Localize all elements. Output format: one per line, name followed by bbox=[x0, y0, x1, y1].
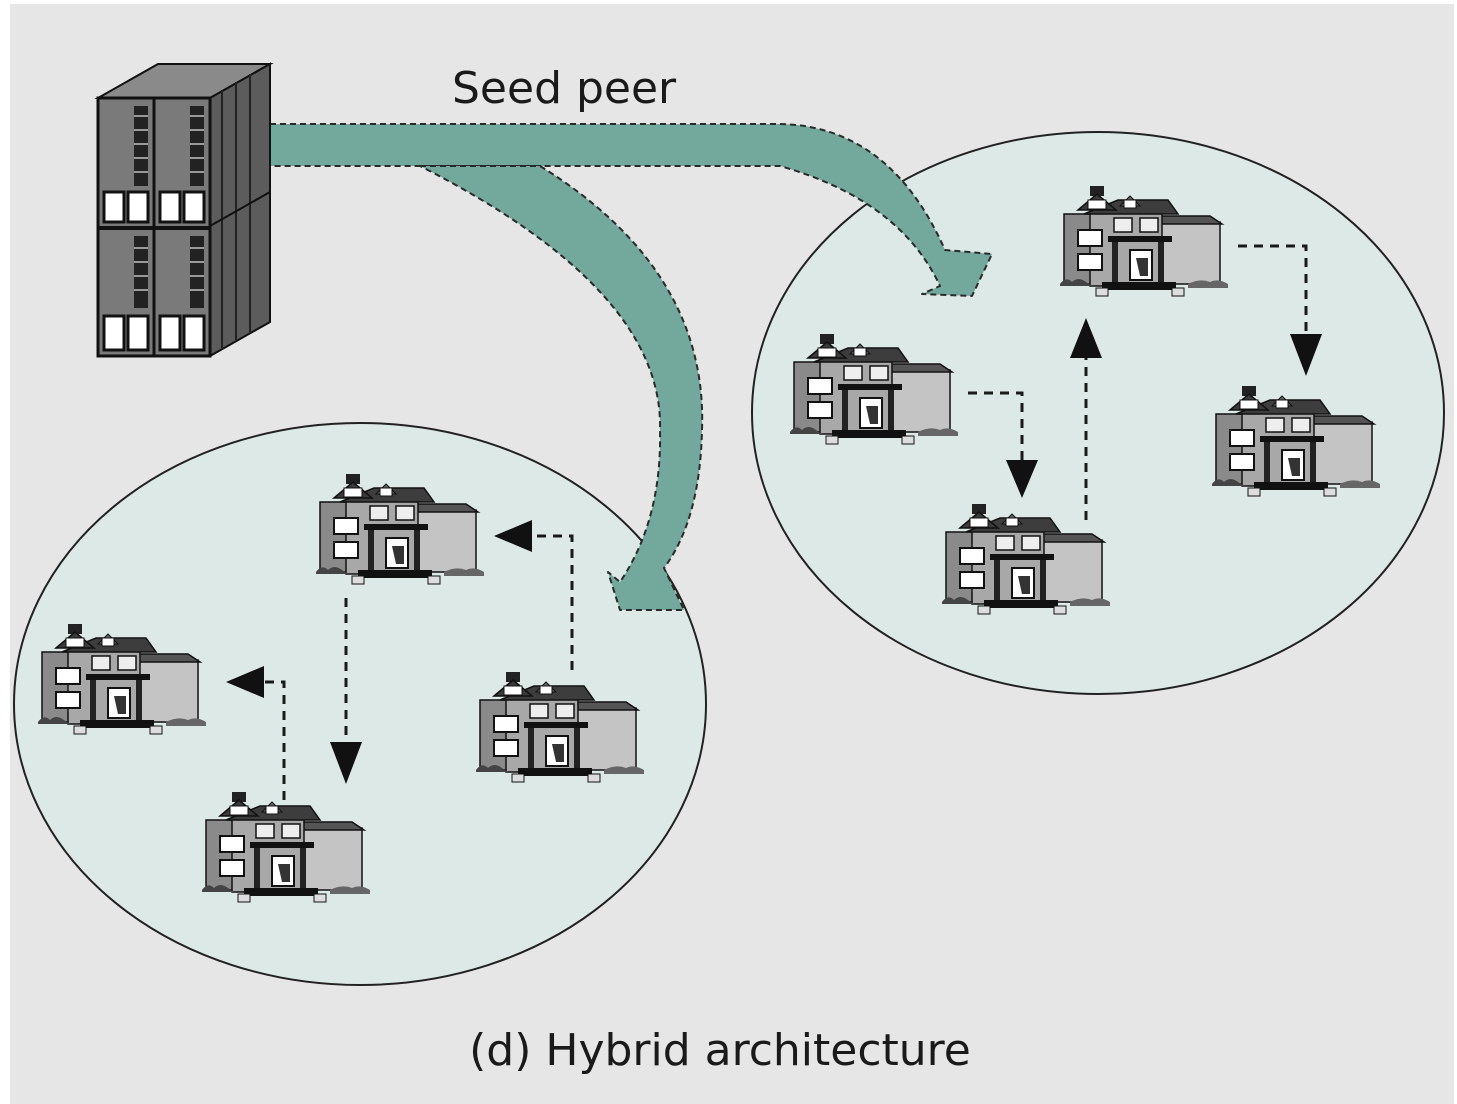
peer-link-left-3 bbox=[264, 680, 286, 800]
seed-peer-label: Seed peer bbox=[452, 63, 677, 114]
peer-link-left-3-arrowhead bbox=[226, 666, 264, 698]
peer-link-right-2-arrowhead bbox=[1070, 318, 1102, 358]
seed-arrow-right bbox=[269, 123, 993, 297]
peer-link-right-3-arrowhead bbox=[1290, 334, 1322, 376]
peer-link-right-3 bbox=[1238, 244, 1308, 334]
peer-link-right-1 bbox=[968, 391, 1024, 462]
peer-cluster-right bbox=[751, 131, 1445, 695]
peer-link-left-2-arrowhead bbox=[330, 742, 362, 784]
peer-cluster-left bbox=[13, 422, 707, 986]
peer-link-left-1-arrowhead bbox=[494, 520, 532, 552]
peer-link-right-1-arrowhead bbox=[1006, 460, 1038, 498]
peer-link-left-1 bbox=[532, 534, 574, 670]
seed-arrow-left bbox=[419, 165, 704, 611]
figure-caption: (d) Hybrid architecture bbox=[469, 1025, 971, 1076]
server-icon bbox=[94, 62, 274, 358]
